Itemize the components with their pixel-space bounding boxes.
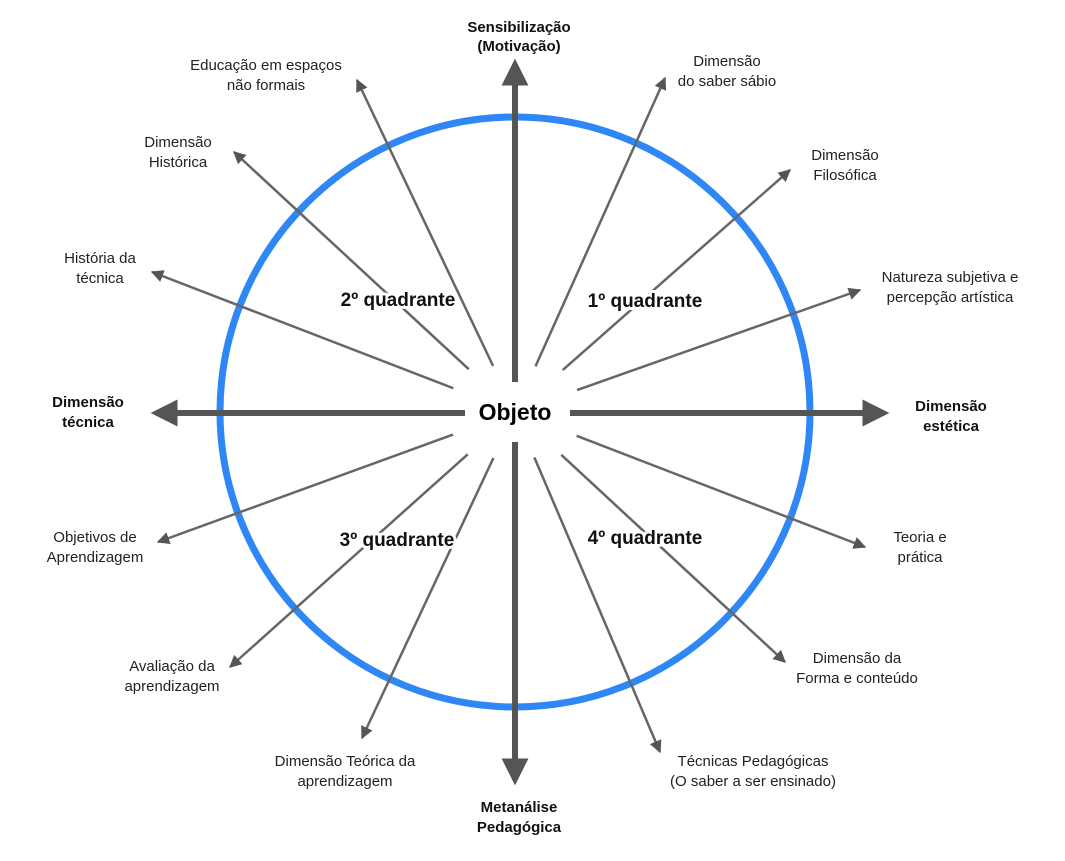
quadrant-1-label: 1º quadrante: [588, 291, 703, 312]
spoke-arrow: [150, 270, 454, 390]
spoke-arrow: [576, 287, 862, 392]
spoke-label-line: não formais: [227, 77, 305, 94]
spoke-arrows: [150, 76, 867, 754]
spoke-label-line: Dimensão: [811, 147, 879, 164]
spoke-arrow: [355, 78, 495, 367]
quadrant-2-label: 2º quadrante: [341, 290, 456, 311]
spoke-arrow: [534, 76, 667, 367]
spoke-label-line: Dimensão Teórica da: [275, 753, 416, 770]
spoke-label: Dimensão da Forma e conteúdo: [796, 650, 918, 687]
spoke-label-line: Histórica: [149, 154, 208, 171]
spoke-label-line: prática: [897, 549, 943, 566]
spoke-arrow: [156, 433, 454, 545]
spoke-label-line: Avaliação da: [129, 658, 215, 675]
spoke-arrow: [560, 453, 786, 663]
spoke-arrow: [561, 169, 791, 371]
spoke-label-line: Objetivos de: [53, 529, 136, 546]
spoke-label-line: Teoria e: [893, 529, 946, 546]
spoke-label-line: Técnicas Pedagógicas: [678, 753, 829, 770]
axis-label-top: Sensibilização(Motivação): [467, 19, 570, 55]
spoke-label: História da técnica: [64, 250, 136, 287]
center-mask: [469, 390, 561, 434]
spoke-label-line: aprendizagem: [297, 773, 392, 790]
spoke-arrow: [533, 456, 662, 754]
spoke-label-line: Filosófica: [813, 167, 877, 184]
spoke-label: Dimensão do saber sábio: [678, 53, 776, 90]
spoke-arrow: [233, 151, 470, 371]
spoke-label-line: Aprendizagem: [47, 549, 144, 566]
spoke-label-line: Natureza subjetiva e: [882, 269, 1019, 286]
center-label: Objeto: [479, 399, 552, 425]
spoke-label-line: Dimensão: [144, 134, 212, 151]
spoke-label-line: Forma e conteúdo: [796, 670, 918, 687]
spoke-label: Objetivos de Aprendizagem: [47, 529, 144, 566]
spoke-label: Teoria e prática: [893, 529, 946, 566]
quadrant-4-label: 4º quadrante: [588, 528, 703, 549]
spoke-label-line: História da: [64, 250, 136, 267]
spoke-arrow: [360, 457, 495, 740]
quadrant-3-label: 3º quadrante: [340, 530, 455, 551]
spoke-label: Avaliação da aprendizagem: [124, 658, 219, 695]
spoke-label-line: Educação em espaços: [190, 57, 342, 74]
spoke-label-line: (O saber a ser ensinado): [670, 773, 836, 790]
spoke-label: Técnicas Pedagógicas (O saber a ser ensin…: [670, 753, 836, 790]
spoke-arrow: [576, 434, 867, 549]
spoke-label-line: do saber sábio: [678, 73, 776, 90]
spoke-label: Natureza subjetiva e percepção artística: [882, 269, 1019, 306]
spoke-label-line: aprendizagem: [124, 678, 219, 695]
spoke-label-line: Dimensão: [693, 53, 761, 70]
spoke-label-line: percepção artística: [887, 289, 1014, 306]
spoke-label: Dimensão Teórica da aprendizagem: [275, 753, 416, 790]
spoke-arrow: [229, 453, 469, 668]
spoke-label-line: Dimensão da: [813, 650, 902, 667]
spoke-label-line: técnica: [76, 270, 124, 287]
spoke-label: Educação em espaços não formais: [190, 57, 342, 94]
